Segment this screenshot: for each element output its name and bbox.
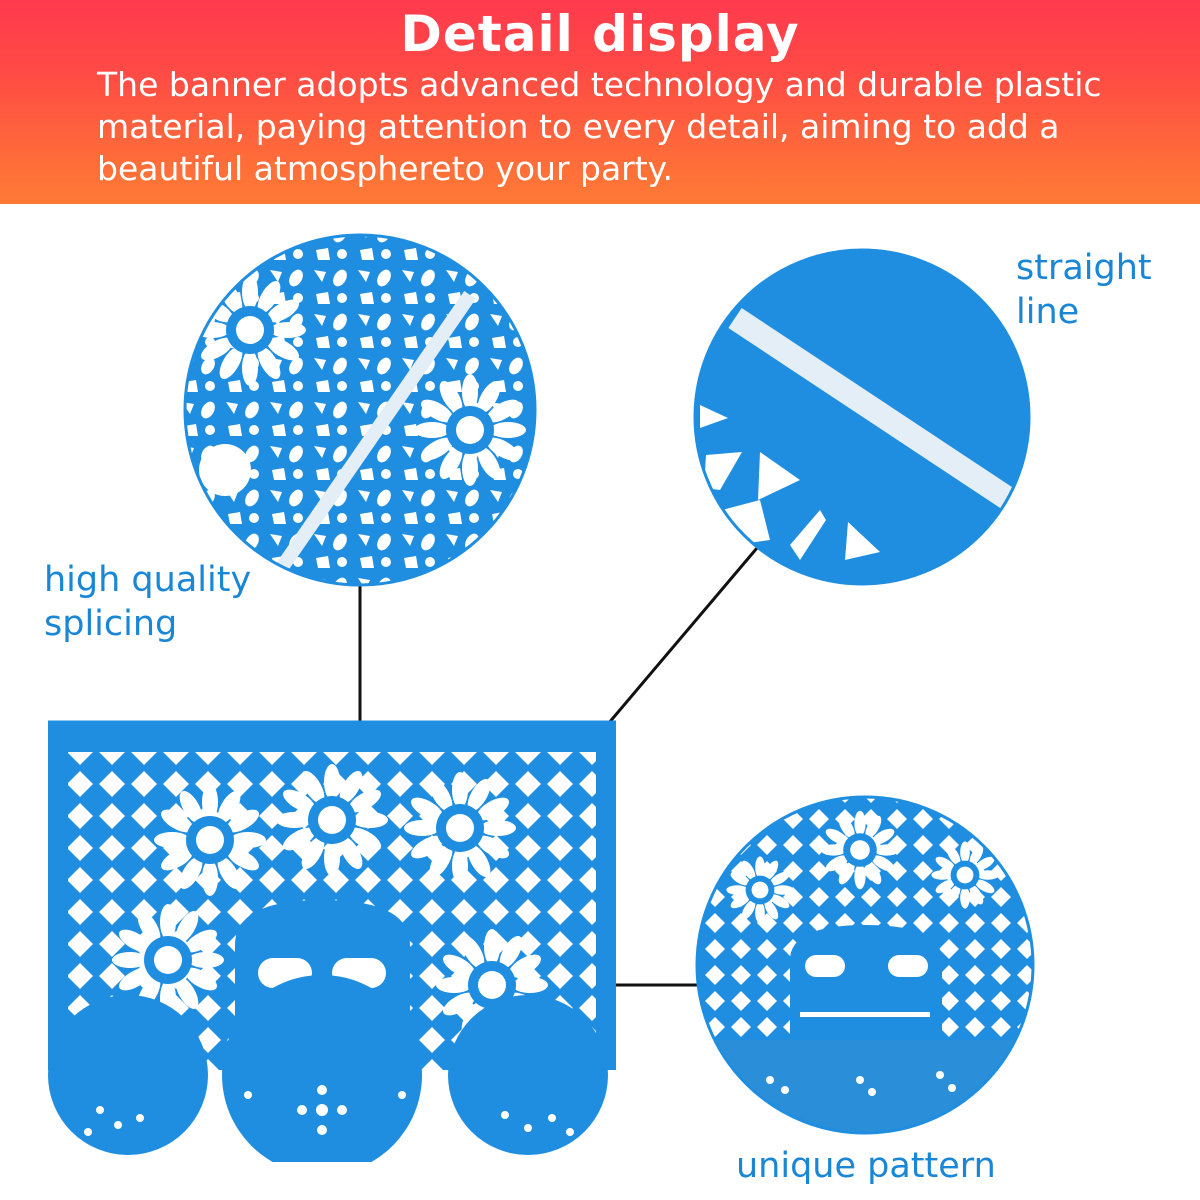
- connector-lines: [358, 547, 759, 987]
- callout-label-splicing: high quality splicing: [44, 558, 274, 646]
- header-description: The banner adopts advanced technology an…: [97, 65, 1102, 188]
- header-banner: Detail display The banner adopts advance…: [0, 0, 1200, 204]
- zoom-circle-straight-line: [693, 248, 1031, 586]
- callout-text-splicing: high quality splicing: [44, 560, 252, 644]
- zoom-circle-splicing: [183, 233, 537, 587]
- zoom-circle-pattern: [695, 795, 1035, 1135]
- callout-text-pattern: unique pattern: [736, 1146, 996, 1186]
- papel-picado-banner: [48, 720, 616, 1162]
- connector-straight-line: [606, 547, 759, 725]
- callout-label-pattern: unique pattern: [736, 1144, 996, 1188]
- callout-label-straight-line: straight line: [1016, 246, 1186, 334]
- page-title: Detail display: [400, 5, 800, 63]
- callout-text-straight-line: straight line: [1016, 248, 1152, 332]
